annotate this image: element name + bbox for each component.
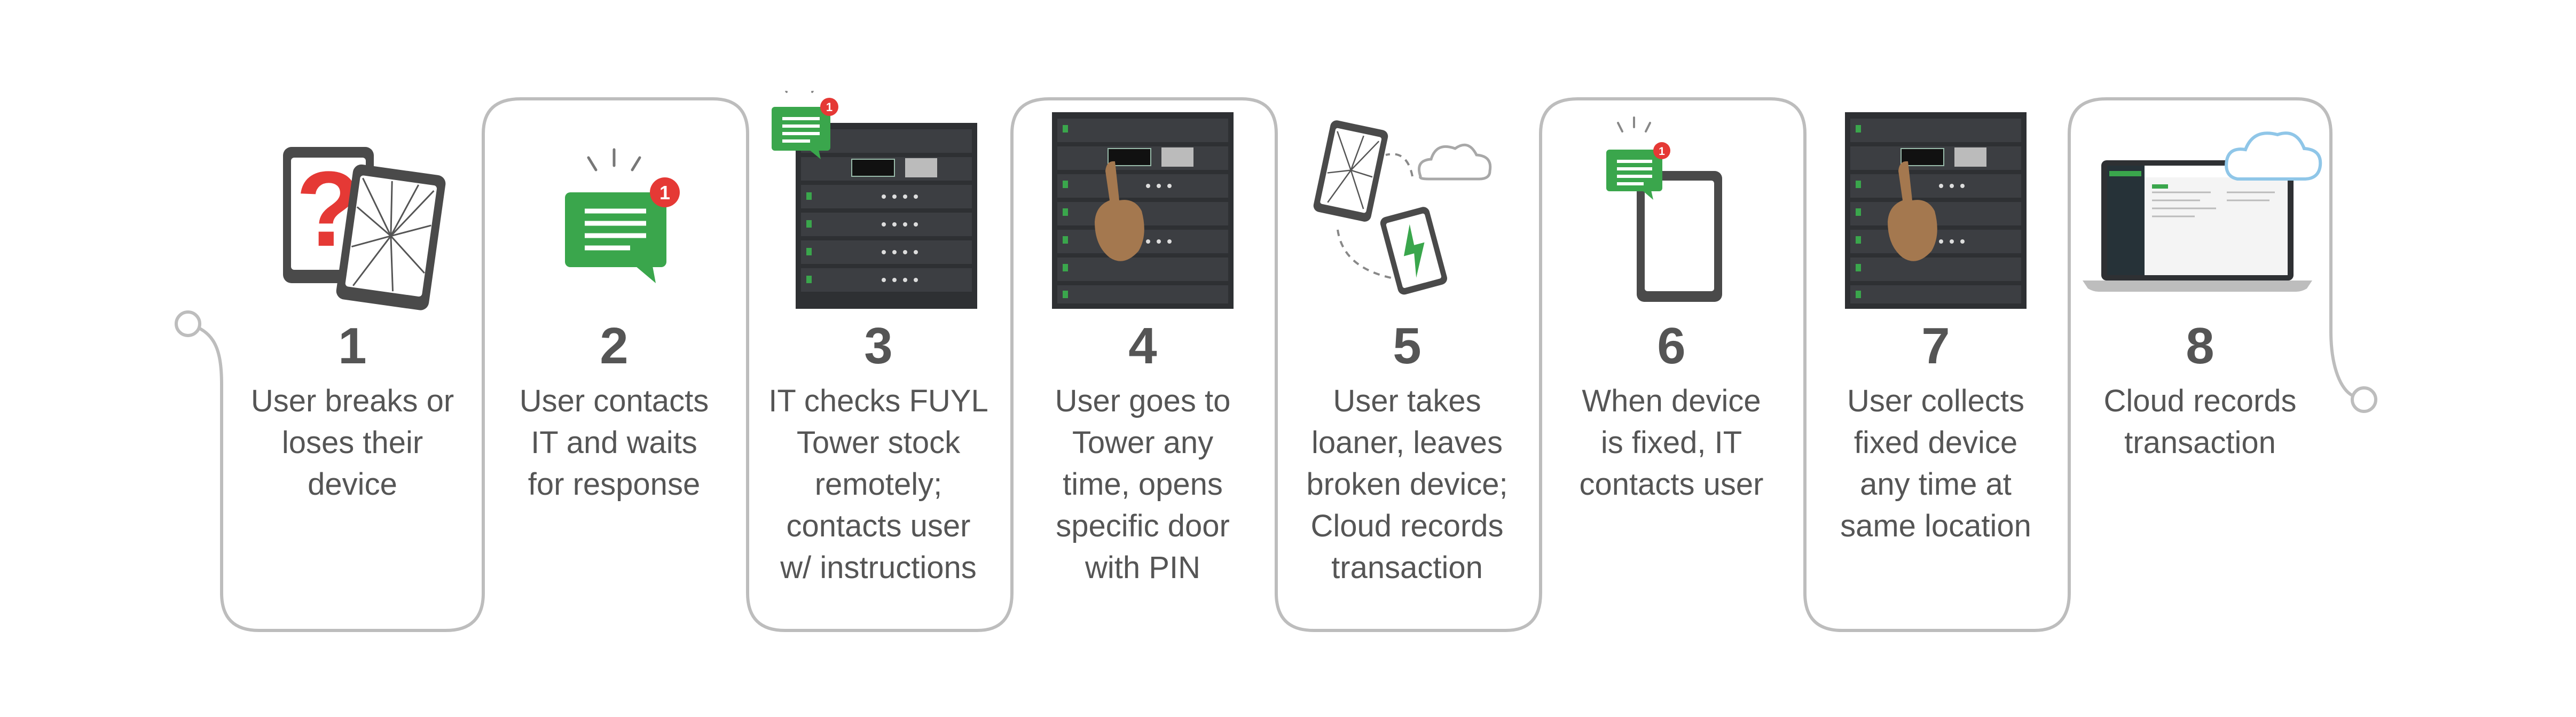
device-swap-cloud-icon [1279,91,1535,315]
step-number: 5 [1393,317,1421,375]
tower-hand-icon [1808,91,2064,315]
step-number: 1 [338,317,367,375]
step-number: 2 [600,317,629,375]
step-description: User contacts IT and waits for response [519,384,709,502]
step-number: 6 [1657,317,1686,375]
tower-message-icon: 1 [750,91,1007,315]
connector-path [187,97,2353,632]
svg-text:1: 1 [1659,145,1665,158]
tablet-message-icon: 1 [1543,91,1800,315]
step-description: Cloud records transaction [2103,384,2297,460]
step-description: User collects fixed device any time at s… [1840,384,2031,543]
step-number: 7 [1921,317,1950,375]
svg-text:1: 1 [826,100,833,114]
step-description: IT checks FUYL Tower stock remotely; con… [768,384,988,585]
step-description: User breaks or loses their device [250,384,454,502]
broken-tablet-question-icon: ? [224,91,481,315]
message-notification-icon: 1 [486,91,742,315]
connector-start-node [175,310,201,337]
laptop-cloud-icon [2072,91,2328,315]
notification-badge-count: 1 [659,182,670,204]
step-description: User takes loaner, leaves broken device;… [1306,384,1508,585]
step-number: 3 [864,317,893,375]
step-number: 8 [2186,317,2214,375]
step-description: When device is fixed, IT contacts user [1579,384,1764,502]
tower-hand-icon [1015,91,1271,315]
step-description: User goes to Tower any time, opens speci… [1055,384,1231,585]
connector-end-node [2351,386,2377,413]
step-number: 4 [1128,317,1157,375]
